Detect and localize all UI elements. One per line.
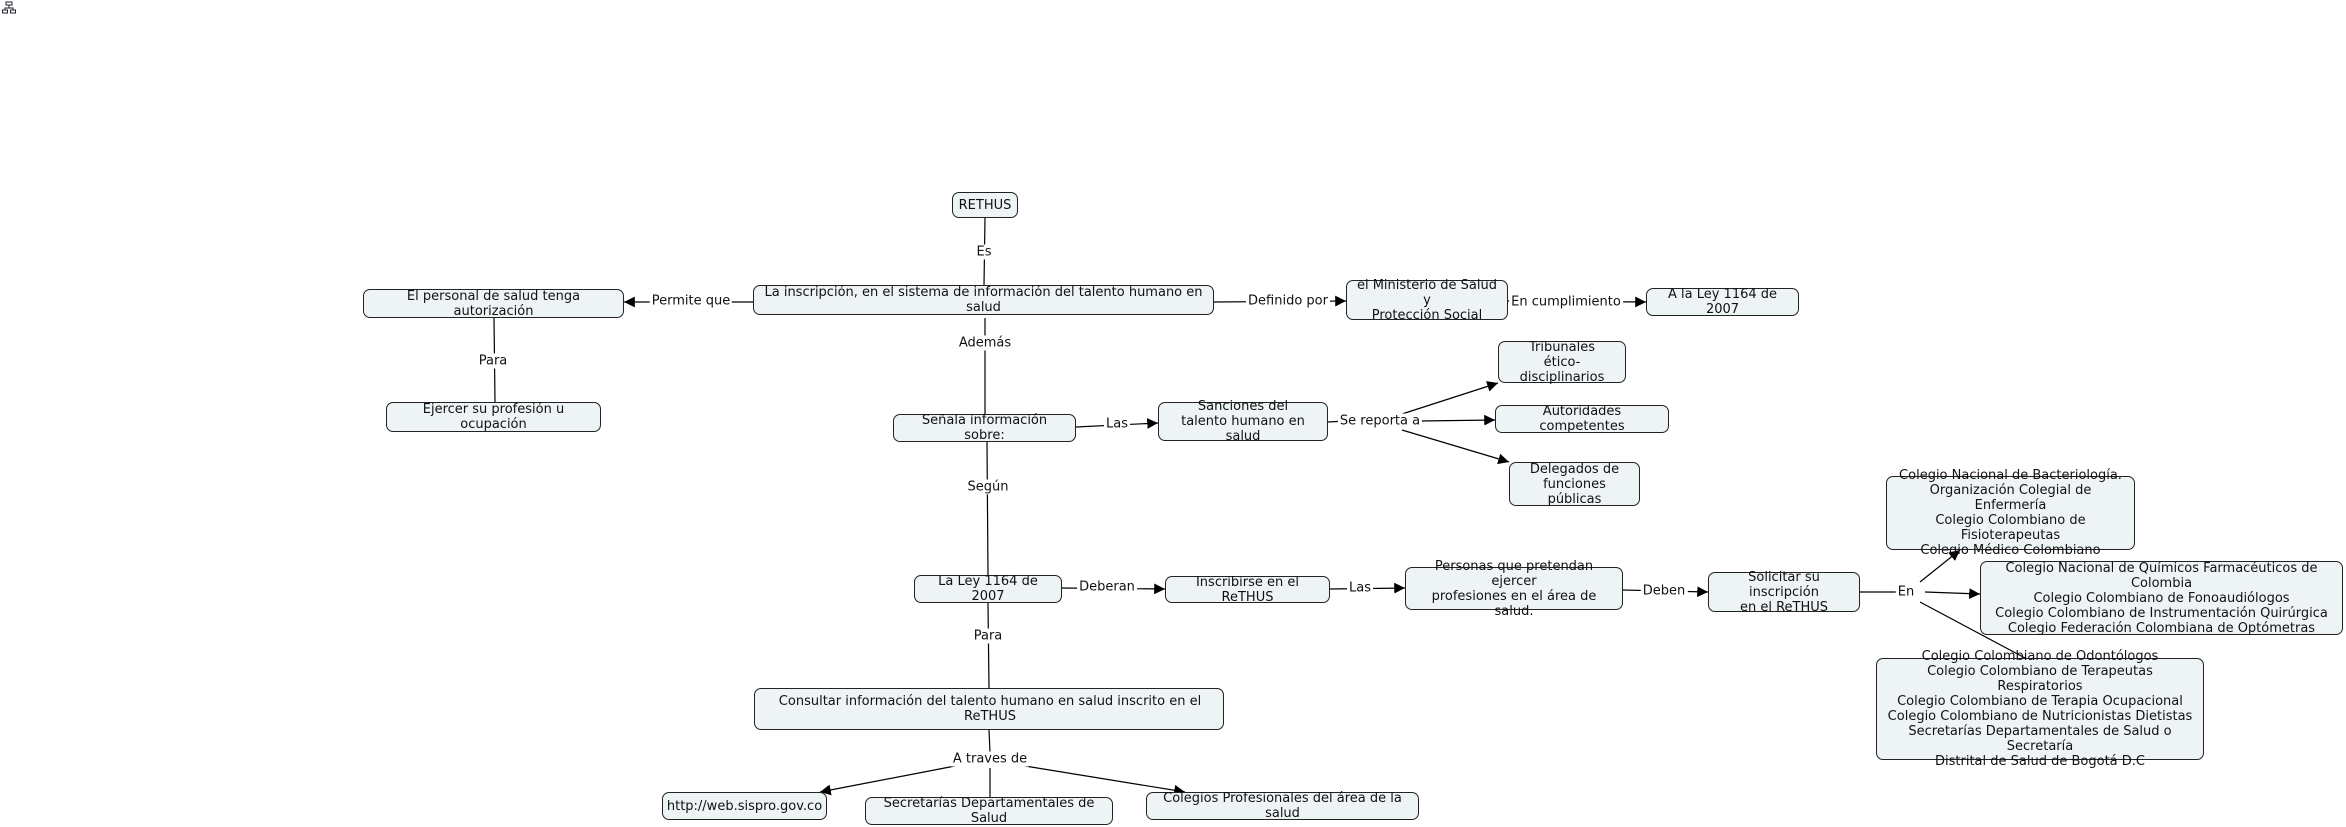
node-consultar[interactable]: Consultar información del talento humano… [754,688,1224,730]
node-ministerio[interactable]: el Ministerio de Salud y Protección Soci… [1346,278,1508,323]
link-label-para-2: Para [971,628,1005,644]
node-colegios-3[interactable]: Colegio Colombiano de Odontólogos Colegi… [1876,649,2204,769]
link-label-definido: Definido por [1246,293,1330,309]
link-label-en: En [1895,584,1917,600]
link-label-para-1: Para [476,353,510,369]
node-ley-mid[interactable]: La Ley 1164 de 2007 [914,574,1062,604]
node-colegios-prof[interactable]: Colegios Profesionales del área de la sa… [1146,791,1419,821]
node-secretarias[interactable]: Secretarías Departamentales de Salud [865,796,1113,826]
node-tribunales[interactable]: Tribunales ético-disciplinarios [1498,340,1626,385]
node-inscripcion[interactable]: La inscripción, en el sistema de informa… [753,285,1214,315]
link-label-segun: Según [965,479,1011,495]
node-delegados[interactable]: Delegados de funciones públicas [1509,462,1640,507]
link-label-reporta: Se reporta a [1337,413,1423,429]
link-label-las-2: Las [1347,580,1373,596]
network-icon [2,1,16,14]
node-rethus[interactable]: RETHUS [952,192,1018,218]
node-colegios-2[interactable]: Colegio Nacional de Químicos Farmacéutic… [1980,561,2343,636]
node-colegios-1[interactable]: Colegio Nacional de Bacteriología. Organ… [1886,468,2135,558]
link-label-las-1: Las [1104,416,1130,432]
link-label-ademas: Además [956,335,1014,351]
node-sanciones[interactable]: Sanciones del talento humano en salud [1158,399,1328,444]
link-label-deberan: Deberan [1077,579,1137,595]
link-label-cumplimiento: En cumplimiento [1509,294,1623,310]
link-label-traves: A traves de [950,751,1030,767]
node-senala[interactable]: Señala información sobre: [893,413,1076,443]
node-ejercer[interactable]: Ejercer su profesión u ocupación [386,402,601,432]
node-ley-top[interactable]: A la Ley 1164 de 2007 [1646,287,1799,317]
node-personas[interactable]: Personas que pretendan ejercer profesion… [1405,559,1623,619]
node-inscribirse[interactable]: Inscribirse en el ReTHUS [1165,575,1330,605]
node-personal[interactable]: El personal de salud tenga autorización [363,289,624,319]
node-web[interactable]: http://web.sispro.gov.co [662,792,827,820]
node-autoridades[interactable]: Autoridades competentes [1495,404,1669,434]
link-label-deben: Deben [1640,583,1688,599]
node-solicitar[interactable]: Solicitar su inscripción en el ReTHUS [1708,570,1860,615]
link-label-permite: Permite que [649,293,733,309]
link-label-es: Es [974,244,994,260]
